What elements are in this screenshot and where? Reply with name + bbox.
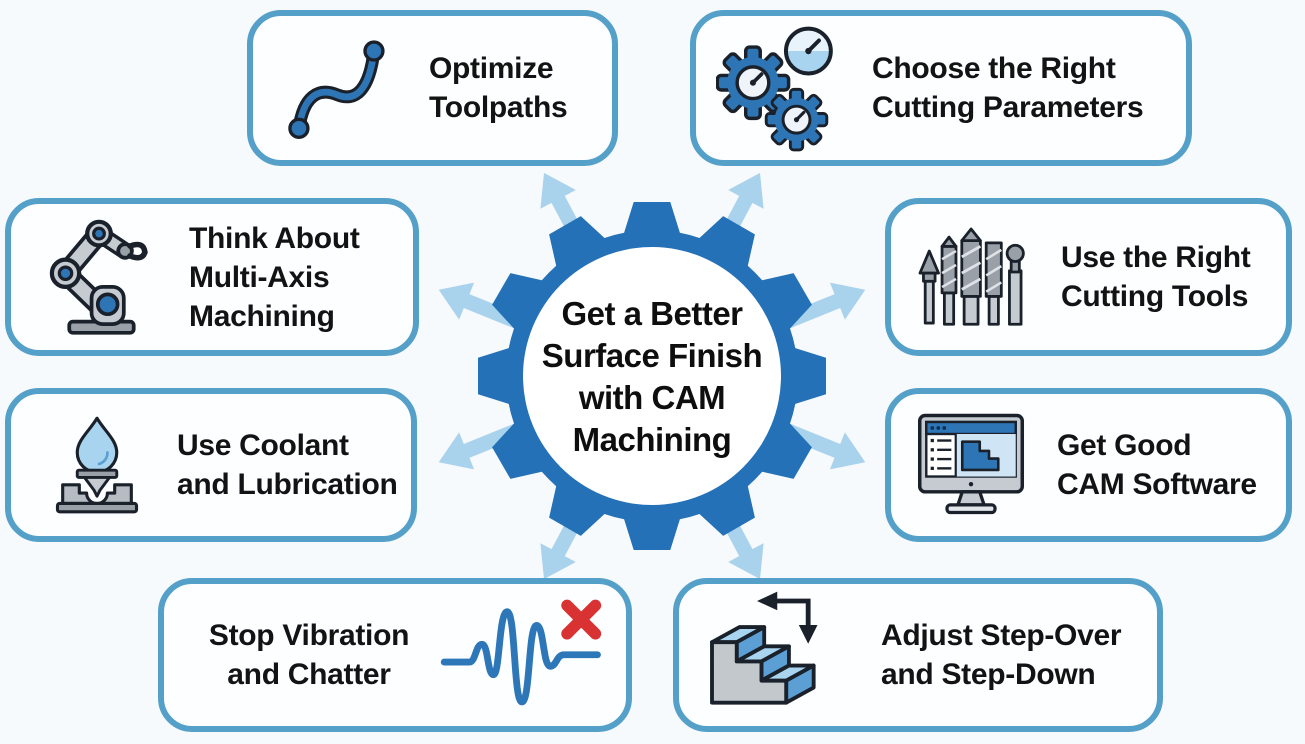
- box-step-over-down: Adjust Step-Over and Step-Down: [673, 578, 1163, 732]
- box-label-line: and Lubrication: [177, 468, 398, 501]
- gear-core: [523, 247, 781, 505]
- toolpath-curve-icon: [288, 40, 385, 139]
- cam-monitor-icon: [917, 414, 1025, 515]
- box-optimize-toolpaths: Optimize Toolpaths: [247, 10, 618, 166]
- box-label: Get Good CAM Software: [1057, 426, 1257, 504]
- box-label: Think About Multi-Axis Machining: [189, 219, 360, 336]
- box-label-line: and Chatter: [227, 658, 391, 691]
- hub-gear-arrows: [438, 172, 866, 580]
- box-multi-axis: Think About Multi-Axis Machining: [5, 198, 419, 356]
- box-label: Optimize Toolpaths: [429, 49, 568, 127]
- x-mark-icon: [561, 599, 602, 640]
- box-label: Use the Right Cutting Tools: [1061, 238, 1251, 316]
- box-vibration: Stop Vibration and Chatter: [158, 578, 632, 732]
- step-arrow: [757, 591, 818, 644]
- box-coolant: Use Coolant and Lubrication: [5, 388, 417, 542]
- box-label-line: Adjust Step-Over: [881, 619, 1122, 652]
- box-label-line: Choose the Right: [872, 52, 1116, 85]
- vibration-wave-icon: [440, 599, 602, 706]
- box-label-line: Cutting Parameters: [872, 91, 1144, 124]
- center-title-line: Get a Better: [561, 295, 743, 332]
- box-label-line: Cutting Tools: [1061, 280, 1249, 313]
- center-title-line: Machining: [572, 421, 732, 458]
- box-cutting-tools: Use the Right Cutting Tools: [885, 198, 1292, 356]
- box-cam-software: Get Good CAM Software: [885, 388, 1292, 542]
- center-title-line: Surface Finish: [541, 337, 763, 374]
- box-label: Choose the Right Cutting Parameters: [872, 49, 1144, 127]
- center-title-line: with CAM: [578, 379, 726, 416]
- gears-gauge-icon: [716, 26, 833, 152]
- box-label: Stop Vibration and Chatter: [164, 616, 440, 694]
- box-label-line: Use Coolant: [177, 429, 349, 462]
- box-label-line: Machining: [189, 299, 335, 333]
- box-cutting-parameters: Choose the Right Cutting Parameters: [690, 10, 1192, 166]
- box-label-line: Stop Vibration: [208, 619, 410, 652]
- box-label-line: Multi-Axis: [189, 260, 330, 294]
- box-label-line: CAM Software: [1057, 468, 1257, 501]
- box-label: Use Coolant and Lubrication: [177, 426, 398, 504]
- drill-bits-icon: [918, 227, 1025, 326]
- box-label-line: Toolpaths: [429, 91, 568, 124]
- coolant-drop-icon: [55, 416, 139, 514]
- box-label-line: Get Good: [1057, 429, 1192, 462]
- box-label-line: Optimize: [429, 52, 554, 85]
- robot-arm-icon: [49, 219, 148, 335]
- gauge-dial: [783, 26, 833, 76]
- stairs-icon: [710, 591, 818, 705]
- box-label: Adjust Step-Over and Step-Down: [881, 616, 1122, 694]
- box-label-line: Use the Right: [1061, 241, 1251, 274]
- box-label-line: Think About: [189, 221, 360, 255]
- center-title: Get a Better Surface Finish with CAM Mac…: [517, 293, 787, 461]
- box-label-line: and Step-Down: [881, 658, 1096, 691]
